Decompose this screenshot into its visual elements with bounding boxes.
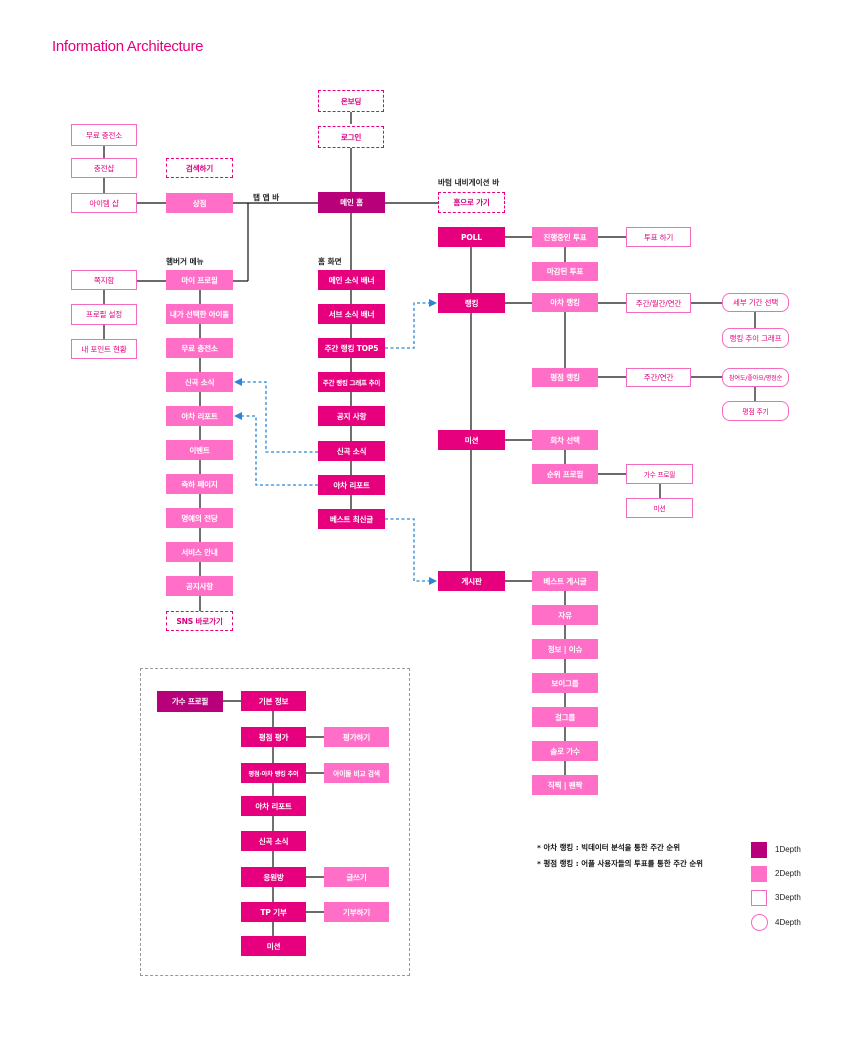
home-item[interactable]: 주간 랭킹 TOP5 (318, 338, 385, 358)
mission-sub-node[interactable]: 미션 (626, 498, 693, 518)
hamburger-item[interactable]: 명예의 전당 (166, 508, 233, 528)
compare-node[interactable]: 아이돌 비교 검색 (324, 763, 389, 783)
donate-node[interactable]: 기부하기 (324, 902, 389, 922)
board-item[interactable]: 보이그룹 (532, 673, 598, 693)
period-node-2[interactable]: 주간/연간 (626, 368, 691, 387)
singer-item[interactable]: 평점 평가 (241, 727, 306, 747)
singer-profile-sub-node[interactable]: 가수 프로필 (626, 464, 693, 484)
singer-item[interactable]: 신곡 소식 (241, 831, 306, 851)
home-item[interactable]: 신곡 소식 (318, 441, 385, 461)
home-item[interactable]: 베스트 최신글 (318, 509, 385, 529)
free-charge-node[interactable]: 무료 충전소 (71, 124, 137, 146)
rate-node[interactable]: 평가하기 (324, 727, 389, 747)
onboarding-node[interactable]: 온보딩 (318, 90, 384, 112)
item-shop-node[interactable]: 아이템 샵 (71, 193, 137, 213)
rating-ranking-node[interactable]: 평점 랭킹 (532, 368, 598, 387)
hamburger-item[interactable]: 아차 리포트 (166, 406, 233, 426)
singer-item[interactable]: 응원방 (241, 867, 306, 887)
hamburger-item[interactable]: 이벤트 (166, 440, 233, 460)
charge-shop-node[interactable]: 충전샵 (71, 158, 137, 178)
hamburger-item[interactable]: 서비스 안내 (166, 542, 233, 562)
legend-swatch-3 (751, 890, 767, 906)
criteria-node[interactable]: 참여도/좋아요/평점순 (722, 368, 789, 387)
main-home-node[interactable]: 메인 홈 (318, 192, 385, 213)
board-item[interactable]: 솔로 가수 (532, 741, 598, 761)
singer-item[interactable]: 평점·아차 랭킹 추이 (241, 763, 306, 783)
singer-item[interactable]: 기본 정보 (241, 691, 306, 711)
home-item[interactable]: 주간 랭킹 그래프 추이 (318, 372, 385, 392)
vote-node[interactable]: 투표 하기 (626, 227, 691, 247)
legend-label: 2Depth (775, 869, 801, 878)
hamburger-menu-label: 햄버거 메뉴 (166, 257, 204, 266)
shop-node[interactable]: 상점 (166, 193, 233, 213)
singer-profile-node[interactable]: 가수 프로필 (157, 691, 223, 712)
profile-settings-node[interactable]: 프로필 설정 (71, 304, 137, 325)
page-title: Information Architecture (52, 38, 204, 55)
home-item[interactable]: 아차 리포트 (318, 475, 385, 495)
hamburger-item[interactable]: 축하 페이지 (166, 474, 233, 494)
round-select-node[interactable]: 회차 선택 (532, 430, 598, 450)
closed-vote-node[interactable]: 마감된 투표 (532, 262, 598, 281)
tab-bar-label: 탭 앱 바 (253, 193, 280, 202)
board-item[interactable]: 베스트 게시글 (532, 571, 598, 591)
ongoing-vote-node[interactable]: 진행중인 투표 (532, 227, 598, 247)
board-item[interactable]: 정보 | 이슈 (532, 639, 598, 659)
login-node[interactable]: 로그인 (318, 126, 384, 148)
board-item[interactable]: 자유 (532, 605, 598, 625)
note-rating: * 평점 랭킹 : 어플 사용자들의 투표를 통한 주간 순위 (537, 859, 703, 868)
singer-item[interactable]: TP 기부 (241, 902, 306, 922)
legend-label: 4Depth (775, 918, 801, 927)
home-screen-label: 홈 화면 (318, 257, 342, 266)
singer-item[interactable]: 아차 리포트 (241, 796, 306, 816)
search-node[interactable]: 검색하기 (166, 158, 233, 178)
board-node[interactable]: 게시판 (438, 571, 505, 591)
singer-item[interactable]: 미션 (241, 936, 306, 956)
legend-swatch-1 (751, 842, 767, 858)
acha-ranking-node[interactable]: 아차 랭킹 (532, 293, 598, 312)
hamburger-item[interactable]: 마이 프로필 (166, 270, 233, 290)
legend-label: 1Depth (775, 845, 801, 854)
home-item[interactable]: 메인 소식 배너 (318, 270, 385, 290)
write-node[interactable]: 글쓰기 (324, 867, 389, 887)
go-home-node[interactable]: 홈으로 가기 (438, 192, 505, 213)
singer-profile-frame (140, 668, 410, 976)
give-rating-node[interactable]: 평점 주기 (722, 401, 789, 421)
board-item[interactable]: 걸그룹 (532, 707, 598, 727)
my-points-node[interactable]: 내 포인트 현황 (71, 339, 137, 359)
trend-graph-node[interactable]: 랭킹 추이 그래프 (722, 328, 789, 348)
hamburger-item[interactable]: 공지사항 (166, 576, 233, 596)
detail-period-node[interactable]: 세부 기간 선택 (722, 293, 789, 312)
legend-swatch-2 (751, 866, 767, 882)
home-item[interactable]: 서브 소식 배너 (318, 304, 385, 324)
poll-node[interactable]: POLL (438, 227, 505, 247)
home-item[interactable]: 공지 사항 (318, 406, 385, 426)
rank-profile-node[interactable]: 순위 프로필 (532, 464, 598, 484)
inbox-node[interactable]: 쪽지함 (71, 270, 137, 290)
legend-swatch-4 (751, 914, 768, 931)
period-node[interactable]: 주간/월간/연간 (626, 293, 691, 313)
sns-link-node[interactable]: SNS 바로가기 (166, 611, 233, 631)
mission-node[interactable]: 미션 (438, 430, 505, 450)
hamburger-item[interactable]: 신곡 소식 (166, 372, 233, 392)
legend-label: 3Depth (775, 893, 801, 902)
bottom-nav-label: 바텀 내비게이션 바 (438, 178, 500, 187)
ranking-node[interactable]: 랭킹 (438, 293, 505, 313)
board-item[interactable]: 직찍 | 팬짝 (532, 775, 598, 795)
note-acha: * 아차 랭킹 : 빅데이터 분석을 통한 주간 순위 (537, 843, 680, 852)
hamburger-item[interactable]: 내가 선택한 아이돌 (166, 304, 233, 324)
hamburger-item[interactable]: 무료 충전소 (166, 338, 233, 358)
